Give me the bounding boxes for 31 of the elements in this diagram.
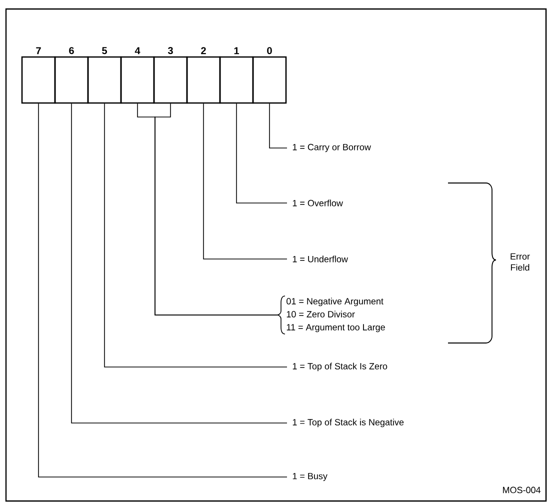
node-label: 5: [102, 47, 108, 54]
bit-cell: 2: [186, 47, 221, 104]
bit-cell: 5: [87, 47, 122, 104]
bit-cell: 4: [120, 47, 155, 104]
node-label: 0: [267, 47, 272, 54]
connector-line: [203, 103, 288, 260]
bit-description: 1 = Top of Stack is Negative: [292, 418, 404, 428]
bit-cell: 3: [153, 47, 188, 104]
bit-description: 1 = Underflow: [292, 256, 348, 262]
connector-line: [71, 103, 288, 424]
figure-id: MOS-004: [503, 486, 541, 494]
bit-cell: 0: [252, 47, 287, 104]
node-label: 1: [234, 47, 240, 54]
connector-line: [38, 103, 288, 478]
node-label: 6: [69, 47, 74, 54]
connector-line: [269, 103, 288, 148]
bit-description: 1 = Top of Stack Is Zero: [292, 362, 388, 372]
bit-cell: 6: [54, 47, 89, 104]
bit-cell: 1: [219, 47, 254, 104]
code-list: 01 = Negative Argument 10 = Zero Divisor 11 = Argument too Large: [286, 298, 385, 332]
node-label: 2: [201, 47, 206, 54]
bit-description: 1 = Carry or Borrow: [292, 144, 371, 152]
bit-cell: 7: [21, 47, 56, 104]
connector-line: [236, 103, 288, 204]
field-label: Error Field: [510, 253, 530, 271]
node-label: 7: [36, 47, 41, 54]
node-label: 4: [134, 47, 140, 54]
bit-description: 1 = Overflow: [292, 200, 343, 206]
node-label: 3: [168, 47, 173, 54]
bit-description: 1 = Busy: [292, 472, 328, 482]
connector-line: [104, 103, 288, 368]
